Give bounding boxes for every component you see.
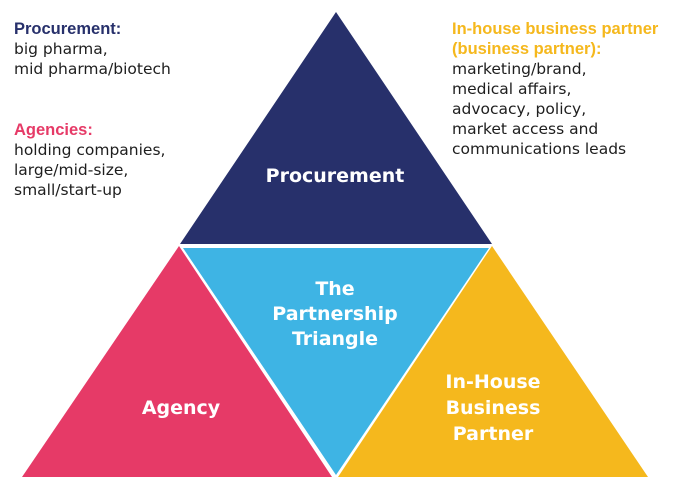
- partner-note-line: market access and: [452, 120, 599, 138]
- agencies-note-line: holding companies,: [14, 141, 166, 159]
- partnership-center-triangle: [183, 248, 489, 475]
- partner-note-heading-line-2: (business partner):: [452, 40, 602, 58]
- partner-note-line: advocacy, policy,: [452, 100, 587, 118]
- agencies-note-line: large/mid-size,: [14, 161, 129, 179]
- partner-label-line-2: Business: [446, 397, 541, 419]
- partner-note-line: medical affairs,: [452, 80, 572, 98]
- procurement-label: Procurement: [266, 165, 405, 187]
- partner-note-line: marketing/brand,: [452, 60, 587, 78]
- agencies-note-line: small/start-up: [14, 181, 122, 199]
- partner-note-heading-line-1: In-house business partner: [452, 20, 659, 38]
- partnership-label-line-2: Partnership: [272, 303, 397, 325]
- partner-note: In-house business partner (business part…: [452, 19, 658, 159]
- partner-label-line-3: Partner: [453, 423, 534, 445]
- partnership-label-line-3: Triangle: [292, 328, 378, 350]
- partner-triangle: [338, 246, 648, 477]
- procurement-note-line: big pharma,: [14, 40, 108, 58]
- agency-label: Agency: [142, 397, 221, 419]
- agencies-note: Agencies: holding companies, large/mid-s…: [14, 120, 165, 200]
- procurement-note: Procurement: big pharma, mid pharma/biot…: [14, 19, 171, 79]
- agency-triangle: [22, 246, 332, 477]
- procurement-triangle: [180, 12, 492, 244]
- partner-label-line-1: In-House: [445, 371, 540, 393]
- partner-note-line: communications leads: [452, 140, 627, 158]
- procurement-note-heading: Procurement:: [14, 20, 122, 38]
- agencies-note-heading: Agencies:: [14, 121, 93, 139]
- procurement-note-line: mid pharma/biotech: [14, 60, 171, 78]
- partnership-label-line-1: The: [315, 278, 354, 300]
